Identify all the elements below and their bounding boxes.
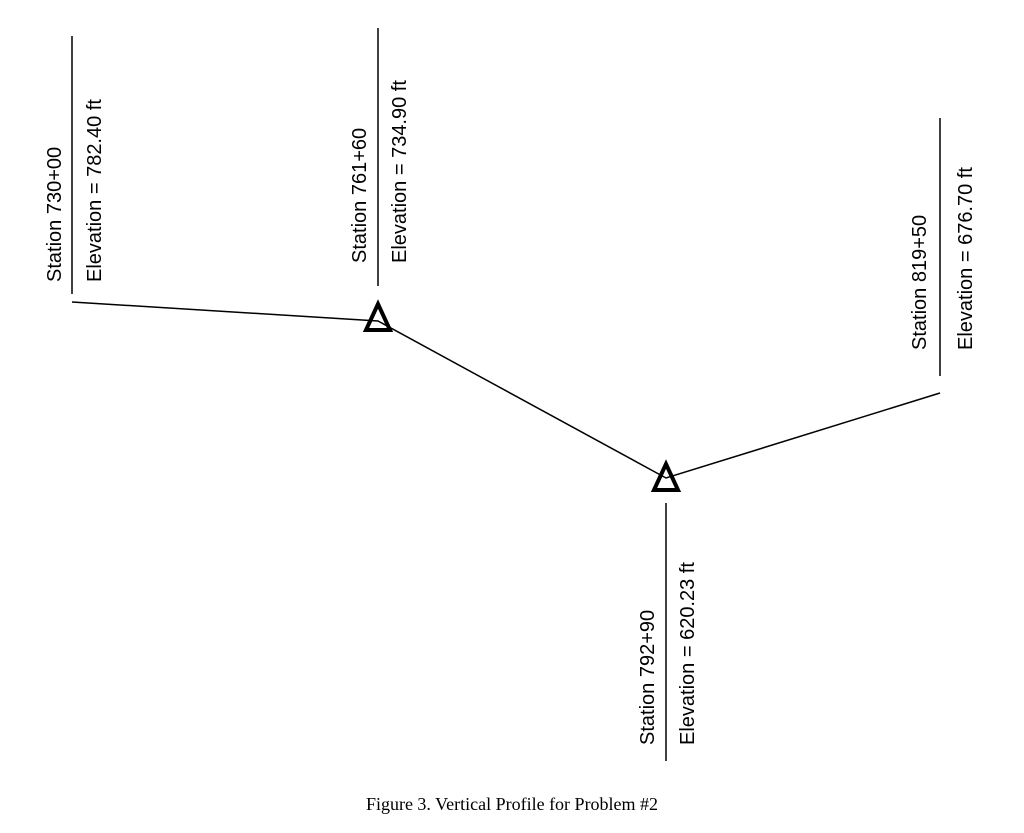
- station-marker-761: Station 761+60 Elevation = 734.90 ft: [349, 28, 411, 332]
- elevation-label: Elevation = 676.70 ft: [955, 167, 977, 350]
- station-marker-819: Station 819+50 Elevation = 676.70 ft: [909, 118, 977, 376]
- station-label: Station 730+00: [44, 147, 66, 282]
- profile-grade-line: [71, 301, 941, 479]
- figure-caption: Figure 3. Vertical Profile for Problem #…: [366, 794, 658, 814]
- elevation-label: Elevation = 620.23 ft: [677, 562, 699, 745]
- station-marker-792: Station 792+90 Elevation = 620.23 ft: [637, 459, 699, 761]
- station-marker-730: Station 730+00 Elevation = 782.40 ft: [44, 36, 106, 294]
- elevation-label: Elevation = 782.40 ft: [84, 99, 106, 282]
- elevation-label: Elevation = 734.90 ft: [389, 80, 411, 263]
- station-label: Station 819+50: [909, 215, 931, 350]
- station-label: Station 761+60: [349, 128, 371, 263]
- pvi-triangle-icon: [362, 299, 394, 332]
- pvi-triangle-icon: [650, 459, 682, 492]
- station-label: Station 792+90: [637, 610, 659, 745]
